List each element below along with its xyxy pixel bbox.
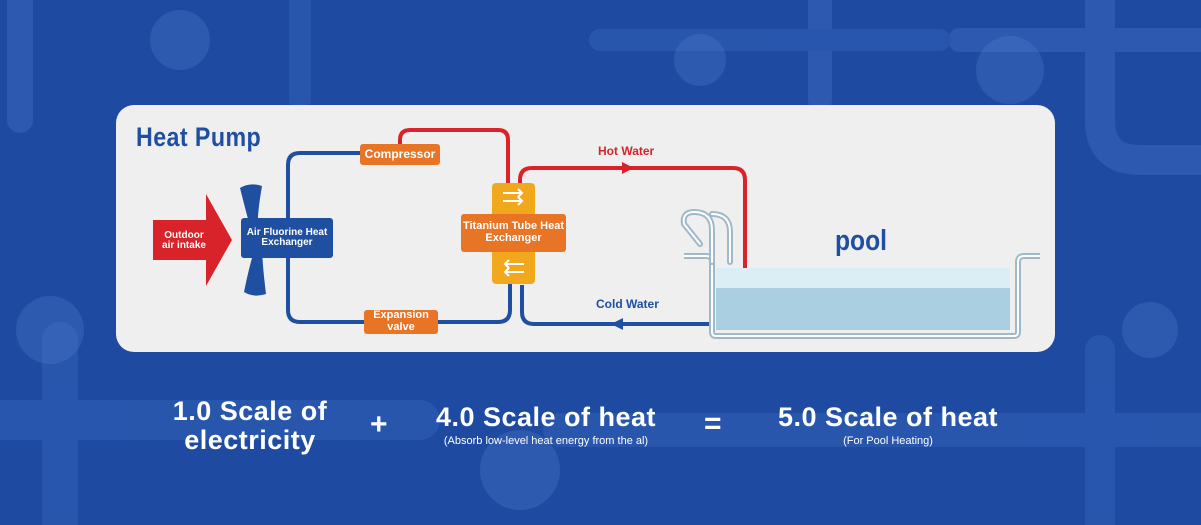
plus-sign: + [370, 408, 388, 441]
result-term: 5.0 Scale of heat (For Pool Heating) [760, 402, 1016, 448]
hot-water-label: Hot Water [598, 144, 655, 158]
heat-pump-diagram [153, 128, 1040, 339]
exchange-arrows-icon [503, 188, 524, 277]
absorbed-heat-note: (Absorb low-level heat energy from the a… [443, 435, 649, 447]
cold-water-label: Cold Water [596, 297, 659, 311]
pool-image [680, 208, 1040, 339]
diagram-title: Heat Pump [136, 122, 262, 152]
refrigerant-line-expansion [436, 282, 512, 324]
refrigerant-line-hot [398, 128, 510, 185]
pool-label: pool [835, 225, 888, 257]
cold-water-arrow [611, 318, 623, 330]
outdoor-air-arrow [153, 194, 232, 286]
electricity-term-line2: electricity [184, 425, 316, 455]
result-note: (For Pool Heating) [843, 435, 933, 447]
compressor-box: Compressor [360, 144, 440, 165]
hot-water-arrow [622, 162, 634, 174]
electricity-term-line1: 1.0 Scale of [172, 396, 328, 426]
titanium-exchanger-box: Titanium Tube Heat Exchanger [461, 214, 566, 252]
air-fluorine-exchanger-box: Air Fluorine Heat Exchanger [241, 218, 333, 258]
cold-water-pipe [520, 285, 712, 326]
absorbed-heat-value: 4.0 Scale of heat [435, 402, 657, 432]
absorbed-heat-term: 4.0 Scale of heat (Absorb low-level heat… [412, 402, 680, 448]
expansion-valve-box: Expansion valve [364, 310, 438, 334]
equals-sign: = [704, 407, 722, 440]
electricity-term: 1.0 Scale of electricity [150, 398, 350, 454]
outdoor-air-label: Outdoor air intake [162, 229, 206, 251]
result-value: 5.0 Scale of heat [777, 402, 999, 432]
